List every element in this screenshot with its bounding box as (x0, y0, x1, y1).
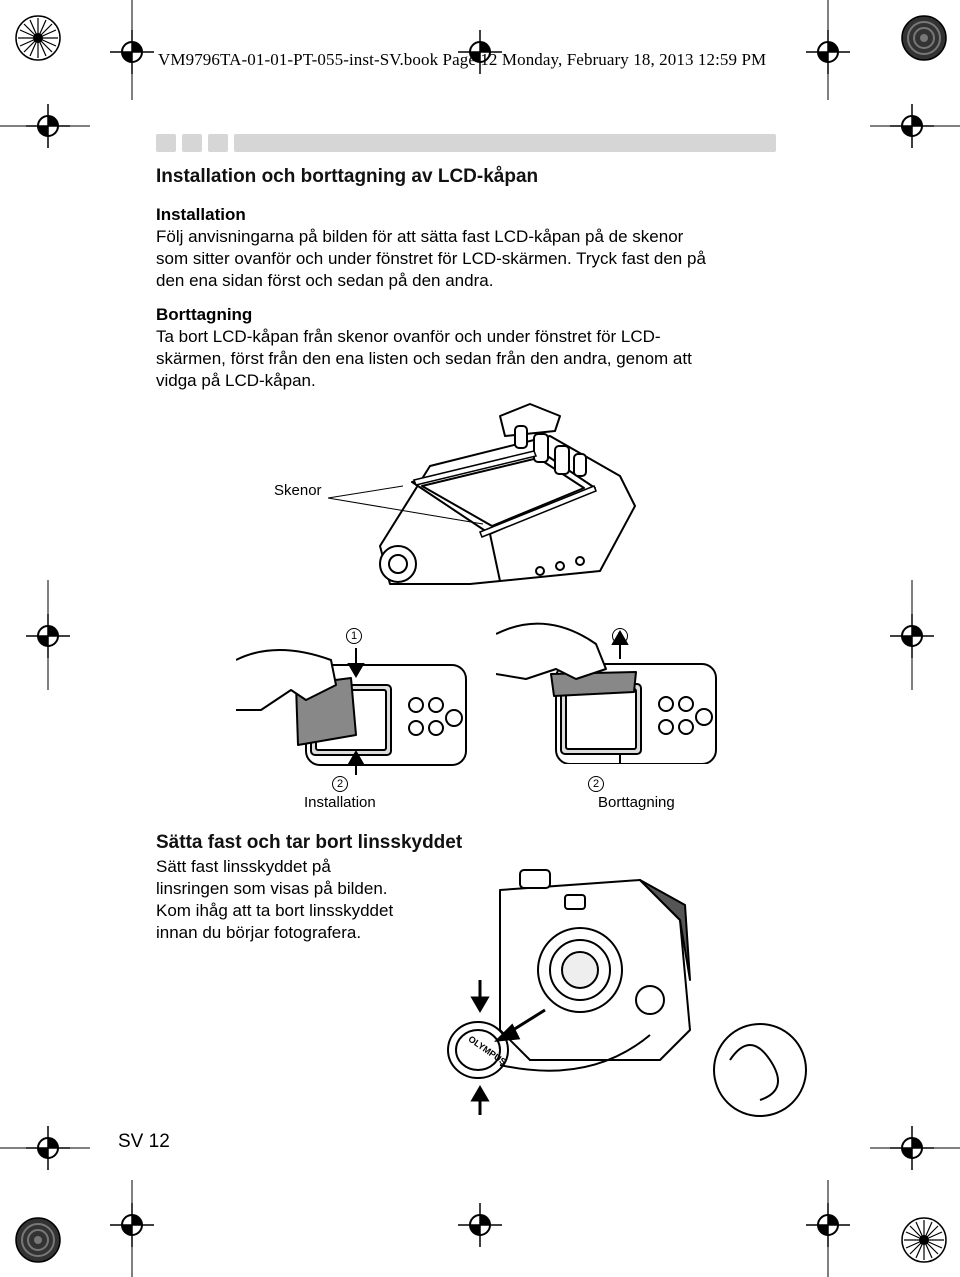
book-file-header: VM9796TA-01-01-PT-055-inst-SV.book Page … (158, 50, 767, 69)
removal-heading: Borttagning (156, 305, 253, 324)
text-line: den ena sidan först och sedan på den and… (156, 271, 494, 290)
text-line: Sätt fast linsskyddet på (156, 857, 331, 876)
text-line: som sitter ovanför och under fönstret fö… (156, 249, 706, 268)
step-marker-2: 2 (332, 776, 348, 792)
section-title: Installation och borttagning av LCD-kåpa… (156, 166, 539, 187)
remove-caption: Borttagning (598, 794, 675, 811)
lens-cap-text: Sätt fast linsskyddet på linsringen som … (156, 856, 393, 944)
lens-cap-section-title: Sätta fast och tar bort linsskyddet (156, 832, 463, 853)
lens-cap-illustration: OLYMPUS (447, 869, 807, 1117)
install-caption: Installation (304, 794, 376, 811)
installation-text: Följ anvisningarna på bilden för att sät… (156, 226, 706, 292)
text-line: skärmen, först från den ena listen och s… (156, 349, 692, 368)
text-line: Ta bort LCD-kåpan från skenor ovanför oc… (156, 327, 661, 346)
step-marker-2: 2 (588, 776, 604, 792)
installation-heading: Installation (156, 205, 246, 224)
section-tab-bar (156, 134, 776, 152)
text-line: Kom ihåg att ta bort linsskyddet (156, 901, 394, 920)
rail-leader-lines (328, 485, 484, 525)
housing-rails-illustration (379, 403, 636, 585)
lcd-hood-remove-illustration (496, 622, 717, 764)
removal-text: Ta bort LCD-kåpan från skenor ovanför oc… (156, 326, 692, 392)
rail-label: Skenor (274, 482, 322, 499)
step-marker-1: 1 (346, 628, 362, 644)
page-number: SV 12 (118, 1131, 170, 1152)
text-line: Följ anvisningarna på bilden för att sät… (156, 227, 684, 246)
lcd-hood-install-illustration (236, 648, 467, 775)
text-line: linsringen som visas på bilden. (156, 879, 388, 898)
text-line: innan du börjar fotografera. (156, 923, 362, 942)
text-line: vidga på LCD-kåpan. (156, 371, 316, 390)
